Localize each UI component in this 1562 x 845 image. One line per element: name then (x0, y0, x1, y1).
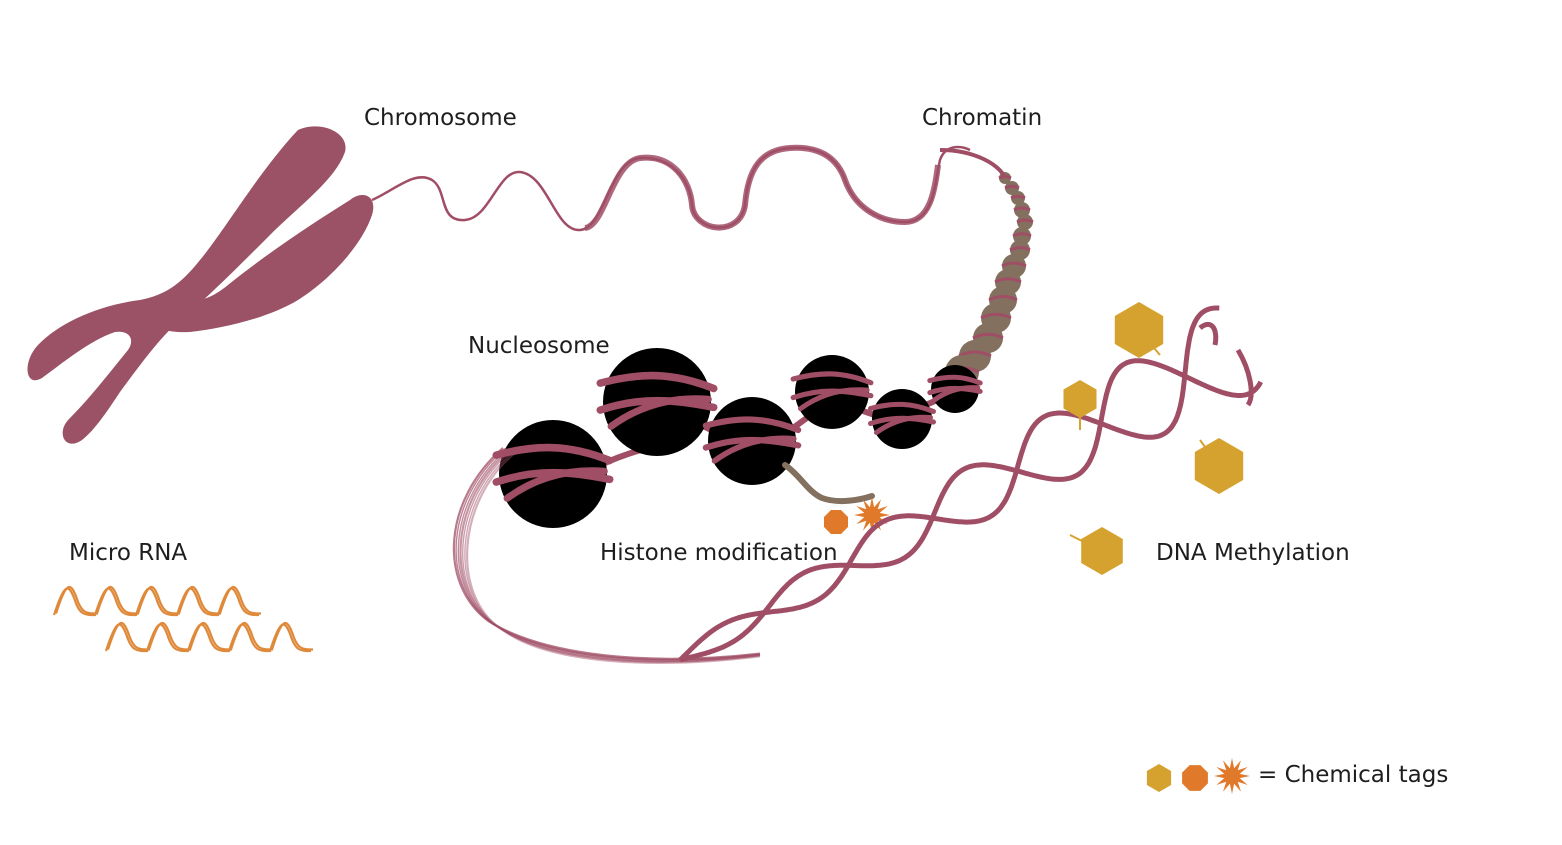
octagon-icon (1182, 765, 1208, 791)
chromatin-bead-wrap (958, 350, 992, 358)
nucleosome-dna-wrap (868, 401, 936, 414)
octagon-icon (824, 510, 848, 534)
chromatin-bead-wrap (1013, 206, 1031, 212)
nucleosome-dna-wrap (702, 416, 802, 434)
chromosome-arm-upper-left-to-lower-right (27, 126, 346, 444)
hexagon-icon (1081, 527, 1123, 575)
nucleosome-dna-wrap (596, 371, 718, 393)
dna-helix-end (1198, 321, 1254, 407)
histone-tail (782, 462, 875, 505)
chromosome (27, 126, 374, 444)
nucleosome-label: Nucleosome (468, 333, 610, 359)
chromatin-bead-wrap (988, 295, 1018, 302)
chromatin-bead (1014, 202, 1030, 218)
micro-rna-strand-bottom (104, 623, 312, 653)
nucleosome-dna-wrap (798, 387, 870, 412)
chromatin-bead-wrap (1009, 246, 1031, 252)
micro-rna-strand-top (54, 585, 262, 615)
micro-rna-label: Micro RNA (69, 540, 188, 566)
chromatin-bead-wrap (1004, 184, 1020, 190)
chromatin-bead-wrap (1001, 261, 1027, 268)
chromatin-bead-wrap (980, 312, 1012, 320)
histone-tags (824, 497, 890, 534)
nucleosome-dna-wrap (874, 414, 933, 435)
dna-loop-strand (464, 450, 761, 663)
nucleosome-dna-wrap (607, 395, 712, 430)
chromatin-bead-wrap (1016, 218, 1034, 224)
chromatin-bead-wrap (1010, 194, 1026, 200)
chromatin-bead-wrap (1012, 232, 1032, 238)
hexagon-icon (1194, 438, 1244, 494)
chromatin-connector (939, 148, 1007, 179)
chromatin-bead (1017, 214, 1033, 230)
micro-rna-strand-top (52, 587, 260, 617)
starburst-icon (854, 497, 890, 533)
hexagon-icon (1146, 764, 1172, 792)
dna-helix-strand-a (679, 358, 1263, 663)
nucleosome-dna-wrap (503, 467, 608, 502)
chromatin-fiber-thick (583, 144, 941, 231)
dna-double-helix (678, 305, 1263, 663)
chromatin-bead-wrap (994, 277, 1022, 284)
dna-methylation-label: DNA Methylation (1156, 540, 1350, 566)
methyl-tags (1063, 302, 1244, 575)
nucleosome-dna-wrap (927, 374, 983, 386)
micro-rna (52, 585, 314, 653)
dna-loop (452, 447, 761, 664)
histone-modification-label: Histone modification (600, 540, 838, 566)
nucleosome-dna-wrap (790, 371, 874, 386)
hexagon-icon (1114, 302, 1164, 358)
nucleosome-dna-wrap (711, 435, 797, 464)
chromosome-label: Chromosome (364, 105, 517, 131)
hexagon-icon (1063, 380, 1097, 418)
micro-rna-strand-bottom (106, 621, 314, 651)
chromatin-label: Chromatin (922, 105, 1043, 131)
nucleosome-group (492, 348, 983, 528)
legend-tags (1146, 758, 1250, 794)
chromosome-arm-right (150, 195, 374, 333)
dna-loop-strand (466, 451, 761, 664)
nucleosome-dna-wrap (932, 385, 981, 403)
chromatin-beads (939, 148, 1034, 389)
dna-helix-strand-b (678, 305, 1220, 662)
legend-label: = Chemical tags (1258, 762, 1449, 788)
chromatin-bead (1011, 191, 1025, 205)
chromatin-bead-wrap (972, 332, 1004, 340)
starburst-icon (1214, 758, 1250, 794)
